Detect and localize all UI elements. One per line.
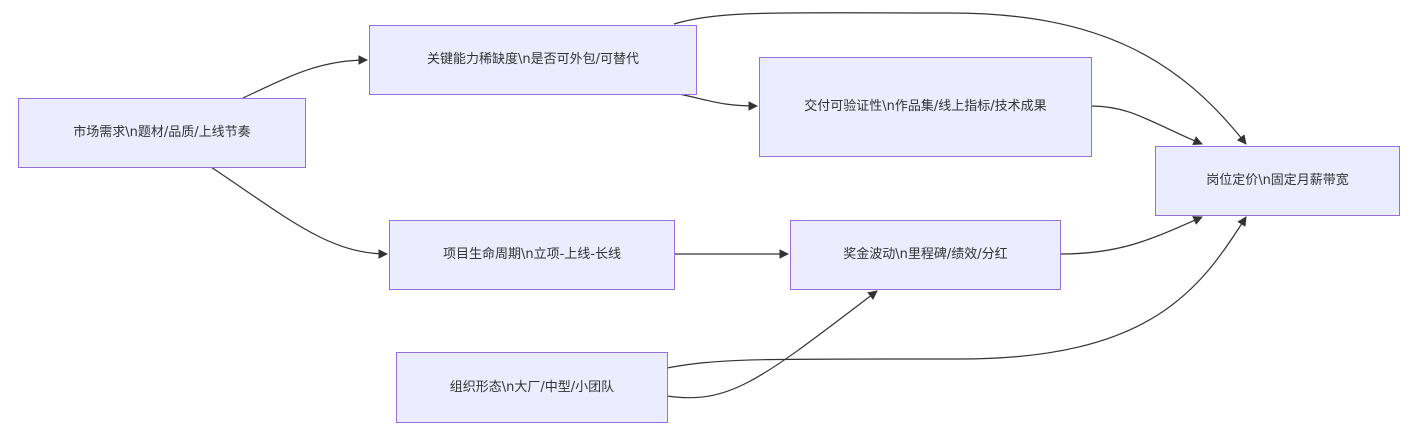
node-project-lifecycle[interactable]: 项目生命周期\n立项-上线-长线	[389, 220, 675, 290]
node-key-skill-scarcity[interactable]: 关键能力稀缺度\n是否可外包/可替代	[369, 25, 697, 95]
node-label: 市场需求\n题材/品质/上线节奏	[73, 125, 251, 140]
edge-market-to-scarcity	[242, 55, 368, 99]
node-label: 组织形态\n大厂/中型/小团队	[449, 379, 615, 395]
node-label: 交付可验证性\n作品集/线上指标/技术成果	[804, 99, 1047, 114]
edge-org-to-pricing	[666, 216, 1247, 369]
node-label: 项目生命周期\n立项-上线-长线	[442, 247, 621, 262]
edge-org-to-bonus	[666, 290, 878, 399]
node-position-pricing[interactable]: 岗位定价\n固定月薪带宽	[1155, 146, 1400, 216]
node-label: 岗位定价\n固定月薪带宽	[1206, 173, 1349, 188]
edge-scarcity-to-verifiable	[673, 92, 758, 111]
edge-scarcity-to-pricing	[673, 12, 1247, 145]
edge-bonus-to-pricing	[1059, 216, 1203, 255]
node-delivery-verifiability[interactable]: 交付可验证性\n作品集/线上指标/技术成果	[759, 57, 1092, 157]
edge-market-to-lifecycle	[210, 166, 388, 259]
edge-verifiable-to-pricing	[1090, 105, 1203, 146]
node-market-demand[interactable]: 市场需求\n题材/品质/上线节奏	[18, 98, 306, 168]
node-bonus-fluctuation[interactable]: 奖金波动\n里程碑/绩效/分红	[790, 220, 1061, 290]
node-label: 关键能力稀缺度\n是否可外包/可替代	[427, 52, 639, 67]
node-label: 奖金波动\n里程碑/绩效/分红	[843, 247, 1008, 262]
node-org-form[interactable]: 组织形态\n大厂/中型/小团队	[396, 352, 668, 423]
